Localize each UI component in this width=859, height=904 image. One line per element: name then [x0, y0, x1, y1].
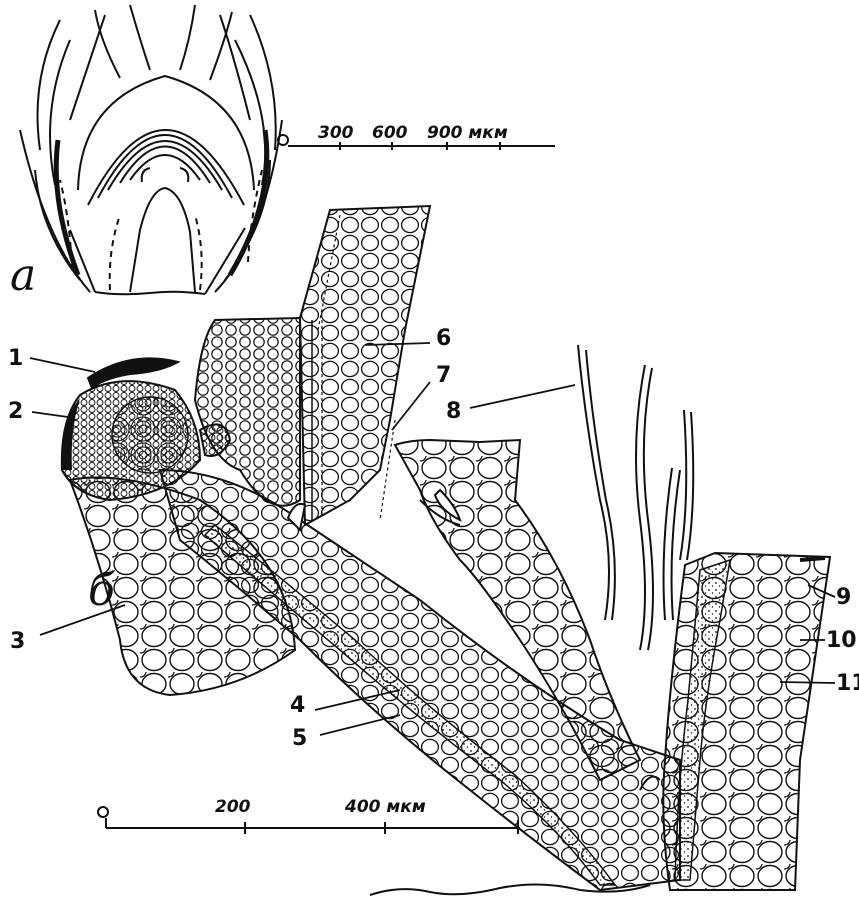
panel-a-drawing [20, 5, 282, 294]
label-2: 2 [8, 399, 23, 424]
label-10: 10 [826, 628, 857, 653]
label-8: 8 [446, 399, 461, 424]
label-1: 1 [8, 346, 23, 371]
scale-top-tick-900: 900 мкм [427, 123, 508, 143]
label-4: 4 [290, 693, 305, 718]
scale-top-tick-600: 600 [372, 123, 408, 143]
label-6: 6 [436, 326, 451, 351]
scale-bar-bottom: 200 400 мкм [98, 797, 520, 834]
scale-bottom-tick-200: 200 [215, 797, 251, 817]
panel-b-drawing [61, 206, 830, 895]
label-11: 11 [836, 671, 859, 696]
label-5: 5 [292, 726, 307, 751]
label-7: 7 [436, 363, 451, 388]
label-9: 9 [836, 585, 851, 610]
scale-top-tick-300: 300 [318, 123, 354, 143]
scale-bottom-tick-400: 400 мкм [344, 797, 426, 817]
panel-label-a: а [10, 250, 36, 301]
scale-bar-top: 300 600 900 мкм [278, 123, 555, 150]
panel-label-b: б [88, 565, 115, 616]
label-3: 3 [10, 629, 25, 654]
